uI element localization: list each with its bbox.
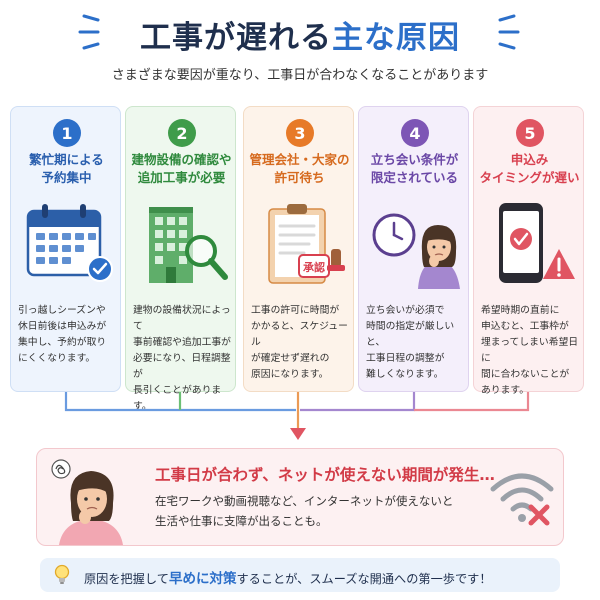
title-main: 工事が遅れる [140, 19, 332, 56]
sparkle-right-icon [498, 14, 520, 50]
cause-number: 2 [168, 119, 196, 147]
cause-description: 引っ越しシーズンや 休日前後は申込みが 集中し、予約が取り にくくなります。 [18, 305, 107, 364]
cause-card-5: 5 申込み タイミングが遅い 希望時期の直前に 申込むと、工事枠が 埋まってしま… [473, 106, 584, 396]
clock-person-icon [372, 213, 460, 289]
cause-number: 3 [286, 119, 314, 147]
sparkle-left-icon [78, 14, 100, 50]
smartphone-warning-icon [499, 203, 575, 283]
cause-number: 5 [516, 119, 544, 147]
footer-tip: 原因を把握して早めに対策することが、スムーズな開通への第一歩です！ [40, 558, 560, 592]
cause-title: 管理会社・大家の 許可待ち [249, 152, 350, 185]
cause-title: 繁忙期による 予約集中 [29, 152, 104, 185]
cause-title: 申込み タイミングが遅い [479, 152, 580, 185]
cause-card-1: 1 繁忙期による 予約集中 引っ越しシーズンや 休日前後は申込みが 集中し、予約… [10, 106, 121, 392]
worried-person-icon [51, 459, 123, 545]
page-title: 工事が遅れる主な原因 [0, 8, 600, 60]
cause-description: 希望時期の直前に 申込むと、工事枠が 埋まってしまい希望日に 間に合わないことが… [481, 305, 579, 396]
connector-lines [64, 392, 530, 440]
result-title: 工事日が合わず、ネットが使えない期間が発生… [155, 466, 495, 484]
lightbulb-icon [54, 564, 70, 584]
cause-card-4: 4 立ち会い条件が 限定されている 立ち会いが必須で 時間の指定が厳しいと、 工… [358, 106, 469, 392]
cause-card-3: 3 管理会社・大家の 許可待ち 承認 工事の許可に時間が かかると、スケジュール… [243, 106, 354, 392]
footer-highlight: 早めに対策 [168, 571, 237, 587]
title-accent: 主な原因 [332, 19, 460, 56]
cause-card-2: 2 建物設備の確認や 追加工事が必要 建物の設備状況によって 事前確認や追加工事… [125, 106, 236, 412]
calendar-icon [26, 204, 113, 282]
wifi-off-icon [490, 473, 554, 526]
approval-stamp-text: 承認 [303, 260, 325, 274]
clipboard-approval-icon: 承認 [268, 204, 345, 284]
result-description: 在宅ワークや動画視聴など、インターネットが使えないと 生活や仕事に支障が出ること… [155, 494, 454, 528]
cause-title: 立ち会い条件が 限定されている [370, 152, 459, 185]
cause-title: 建物設備の確認や 追加工事が必要 [131, 152, 232, 185]
cause-number: 4 [401, 119, 429, 147]
cause-description: 工事の許可に時間が かかると、スケジュール が確定せず遅れの 原因になります。 [251, 305, 348, 380]
footer-text-after: することが、スムーズな開通への第一歩です！ [236, 572, 492, 586]
cause-description: 建物の設備状況によって 事前確認や追加工事が 必要になり、日程調整が 長引くこと… [133, 305, 231, 412]
result-panel: 工事日が合わず、ネットが使えない期間が発生… 在宅ワークや動画視聴など、インター… [36, 448, 564, 546]
cause-description: 立ち会いが必須で 時間の指定が厳しいと、 工事日程の調整が 難しくなります。 [366, 305, 455, 380]
cause-number: 1 [53, 119, 81, 147]
footer-text: 原因を把握して早めに対策することが、スムーズな開通への第一歩です！ [84, 567, 492, 587]
footer-text-before: 原因を把握して [84, 572, 169, 586]
building-inspection-icon [149, 207, 228, 283]
subtitle: さまざまな要因が重なり、工事日が合わなくなることがあります [111, 68, 489, 83]
